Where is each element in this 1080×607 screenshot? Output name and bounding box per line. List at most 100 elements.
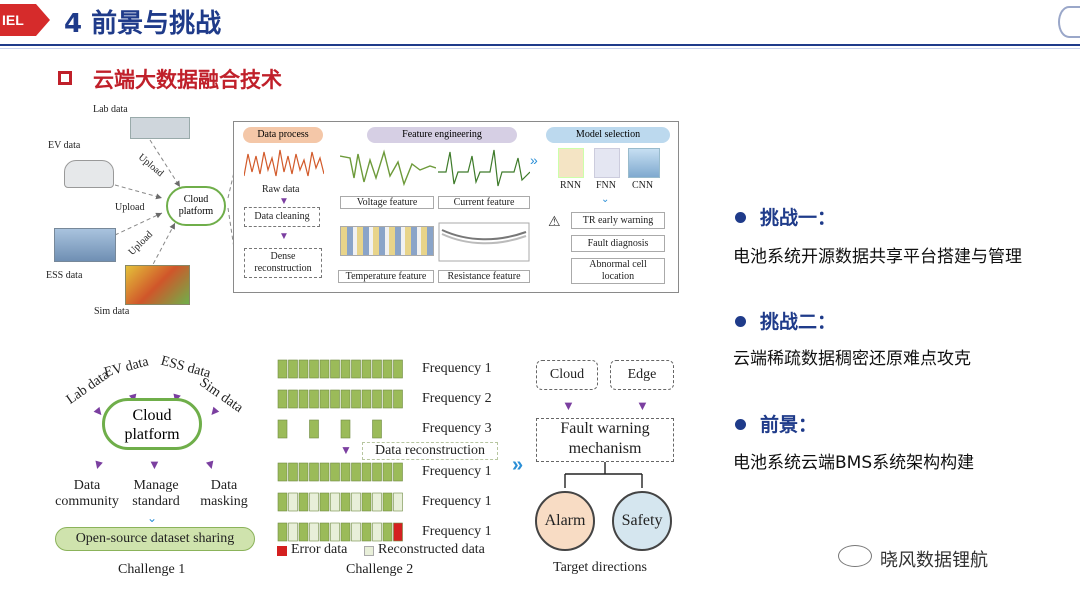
feature-engineering-header: Feature engineering bbox=[367, 127, 517, 143]
section-title: 云端大数据融合技术 bbox=[93, 68, 282, 92]
frequency-segment bbox=[361, 389, 372, 409]
frequency-segment bbox=[277, 419, 288, 439]
frequency-segment bbox=[393, 492, 403, 512]
current-feature-label: Current feature bbox=[438, 196, 530, 209]
freq-label-1: Frequency 1 bbox=[422, 361, 492, 376]
frequency-segment bbox=[309, 522, 319, 542]
frequency-segment bbox=[382, 522, 393, 542]
frequency-segment bbox=[361, 492, 372, 512]
challenge1-caption: Challenge 1 bbox=[118, 562, 186, 577]
bullet-1-text: 电池系统开源数据共享平台搭建与管理 bbox=[733, 247, 1022, 267]
bullet-dot bbox=[735, 316, 746, 327]
data-community-label: Data community bbox=[55, 478, 119, 509]
chevron-right-icon: » bbox=[530, 152, 538, 168]
fault-warning-mechanism-box: Fault warning mechanism bbox=[536, 418, 674, 462]
frequency-segment bbox=[288, 389, 298, 409]
sim-data-label: Sim data bbox=[94, 306, 130, 317]
frequency-segment bbox=[277, 389, 288, 409]
frequency-segment bbox=[309, 492, 319, 512]
frequency-segment bbox=[351, 492, 361, 512]
frequency-segment bbox=[340, 462, 351, 482]
frequency-segment bbox=[361, 522, 372, 542]
data-masking-label: Data masking bbox=[200, 478, 248, 509]
temperature-feature-label: Temperature feature bbox=[338, 270, 434, 283]
frequency-segment bbox=[330, 359, 340, 379]
reconstructed-data-legend: Reconstructed data bbox=[378, 542, 485, 557]
frequency-segment bbox=[319, 389, 330, 409]
frequency-segment bbox=[330, 522, 340, 542]
bullet-dot bbox=[735, 419, 746, 430]
watermark-text: 晓风数据锂航 bbox=[880, 550, 988, 571]
frequency-segment bbox=[288, 359, 298, 379]
challenge2-caption: Challenge 2 bbox=[346, 562, 414, 577]
logo-icon bbox=[1058, 6, 1080, 38]
ess-data-image bbox=[54, 228, 116, 262]
header-tag: IEL bbox=[0, 4, 36, 36]
abnormal-cell-location-box: Abnormal cell location bbox=[571, 258, 665, 284]
cloud-node: Cloud bbox=[536, 360, 598, 390]
frequency-segment bbox=[340, 522, 351, 542]
down-arrow-icon: ▼ bbox=[279, 196, 289, 207]
arrow-down-icon: ▼ bbox=[562, 398, 575, 413]
c1-cloud-platform-node: Cloud platform bbox=[102, 398, 202, 450]
freq-label-3: Frequency 3 bbox=[422, 421, 492, 436]
frequency-segment bbox=[340, 389, 351, 409]
bullet-1-label: 挑战一： bbox=[760, 207, 837, 229]
edge-node: Edge bbox=[610, 360, 674, 390]
frequency-segment bbox=[288, 462, 298, 482]
error-data-legend: Error data bbox=[291, 542, 348, 557]
frequency-segment bbox=[340, 359, 351, 379]
cnn-diagram-icon bbox=[628, 148, 660, 178]
bullet-3-label: 前景： bbox=[760, 414, 818, 436]
frequency-segment bbox=[372, 522, 382, 542]
current-feature-plot bbox=[438, 149, 530, 187]
arrow-down-icon: ▼ bbox=[340, 443, 352, 457]
frequency-segment bbox=[277, 522, 288, 542]
arrow-down-icon: ▼ bbox=[90, 455, 107, 474]
bullet-2-text: 云端稀疏数据稠密还原难点攻克 bbox=[733, 349, 971, 369]
bullet-dot bbox=[735, 212, 746, 223]
frequency-segment bbox=[330, 389, 340, 409]
chevron-right-icon: » bbox=[512, 454, 524, 476]
freq-label-6: Frequency 1 bbox=[422, 524, 492, 539]
arrow-down-icon: ▼ bbox=[636, 398, 649, 413]
bullet-2-label: 挑战二： bbox=[760, 311, 837, 333]
manage-standard-label: Manage standard bbox=[132, 478, 180, 509]
frequency-bars bbox=[277, 359, 403, 542]
frequency-segment bbox=[351, 462, 361, 482]
frequency-segment bbox=[319, 522, 330, 542]
frequency-segment bbox=[372, 389, 382, 409]
freq-label-5: Frequency 1 bbox=[422, 494, 492, 509]
data-cleaning-box: Data cleaning bbox=[244, 207, 320, 227]
data-reconstruction-box: Data reconstruction bbox=[362, 442, 498, 460]
frequency-segment bbox=[372, 492, 382, 512]
title-divider-thin bbox=[0, 48, 1080, 49]
frequency-segment bbox=[372, 359, 382, 379]
chevron-down-icon: ⌄ bbox=[601, 194, 610, 205]
frequency-segment bbox=[330, 462, 340, 482]
wechat-icon bbox=[838, 545, 872, 567]
freq-label-2: Frequency 2 bbox=[422, 391, 492, 406]
raw-data-plot bbox=[244, 149, 324, 177]
down-arrow-icon: ▼ bbox=[279, 231, 289, 242]
c1-ev-data-label: EV data bbox=[102, 354, 151, 381]
frequency-segment bbox=[319, 462, 330, 482]
frequency-segment bbox=[277, 492, 288, 512]
frequency-segment bbox=[309, 359, 319, 379]
frequency-segment bbox=[382, 462, 393, 482]
frequency-segment bbox=[393, 462, 403, 482]
safety-node: Safety bbox=[612, 491, 672, 551]
frequency-segment bbox=[288, 492, 298, 512]
alarm-node: Alarm bbox=[535, 491, 595, 551]
frequency-segment bbox=[361, 462, 372, 482]
frequency-segment bbox=[393, 389, 403, 409]
model-cnn-label: CNN bbox=[632, 180, 654, 191]
frequency-segment bbox=[298, 359, 309, 379]
frequency-segment bbox=[298, 462, 309, 482]
frequency-segment bbox=[309, 389, 319, 409]
arrow-down-icon: ▼ bbox=[148, 457, 161, 472]
voltage-feature-plot bbox=[340, 149, 436, 187]
freq-label-4: Frequency 1 bbox=[422, 464, 492, 479]
resistance-feature-label: Resistance feature bbox=[438, 270, 530, 283]
frequency-segment bbox=[351, 522, 361, 542]
